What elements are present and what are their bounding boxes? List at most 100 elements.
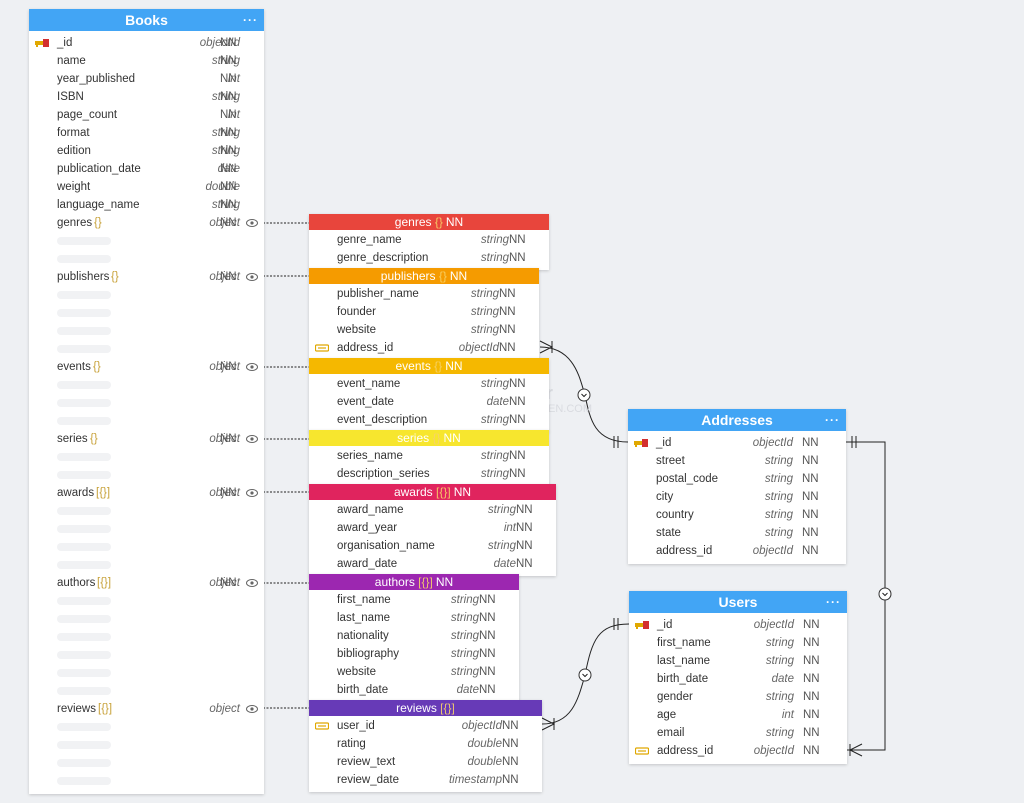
users-table-header[interactable]: Users··· [629,591,847,613]
field-row[interactable]: reviews [{}]object [29,700,264,718]
eye-icon[interactable] [246,218,258,228]
books-table-header[interactable]: Books ··· [29,9,264,31]
events-table-header[interactable]: events {}NN [309,358,549,374]
more-icon[interactable]: ··· [243,13,258,27]
addresses-table-header[interactable]: Addresses··· [628,409,846,431]
not-null-flag: NN [516,522,533,534]
not-null-flag: NN [803,673,820,685]
not-null-flag: NN [220,55,237,67]
collapsed-placeholder [29,538,264,556]
eye-icon[interactable] [246,704,258,714]
not-null-flag: NN [479,666,496,678]
more-icon[interactable]: ··· [826,595,841,609]
authors-table-header[interactable]: authors [{}]NN [309,574,519,590]
eye-icon[interactable] [246,362,258,372]
awards-table-header[interactable]: awards [{}]NN [309,484,556,500]
field-name: language_name [57,199,140,211]
eye-icon[interactable] [246,578,258,588]
eye-icon[interactable] [246,434,258,444]
eye-icon[interactable] [246,488,258,498]
object-brace: [{}] [436,701,455,715]
eye-icon[interactable] [246,272,258,282]
field-name: first_name [657,637,711,649]
object-brace: {} [435,269,447,283]
publishers-table-header[interactable]: publishers {}NN [309,268,539,284]
not-null-flag: NN [449,269,468,283]
genres-table-header[interactable]: genres {}NN [309,214,549,230]
object-brace: {} [431,215,443,229]
books-table-title: Books [125,12,168,28]
more-icon[interactable]: ··· [825,413,840,427]
series-table-header[interactable]: series {}NN [309,430,549,446]
object-brace: [{}] [98,703,113,715]
reviews-table-header[interactable]: reviews [{}] [309,700,542,716]
